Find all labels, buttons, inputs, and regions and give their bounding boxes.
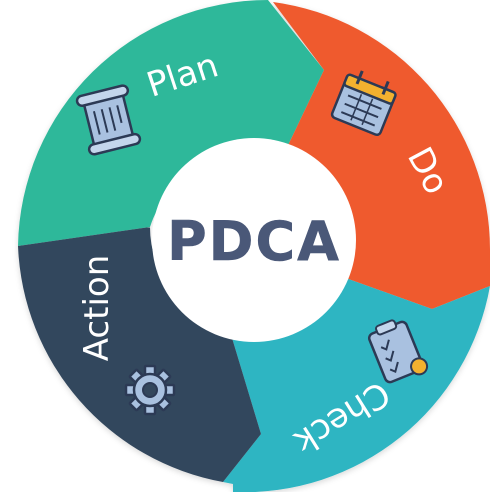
gear-icon — [124, 364, 176, 416]
checklist-icon — [367, 319, 429, 384]
plan-segment — [18, 0, 324, 246]
do-segment — [273, 2, 490, 309]
document-scroll-icon — [75, 84, 142, 156]
center-circle — [152, 138, 356, 342]
action-segment — [18, 227, 261, 482]
action-label: Action — [77, 255, 117, 361]
center-label: PDCA — [167, 210, 341, 273]
calendar-icon — [330, 70, 397, 137]
